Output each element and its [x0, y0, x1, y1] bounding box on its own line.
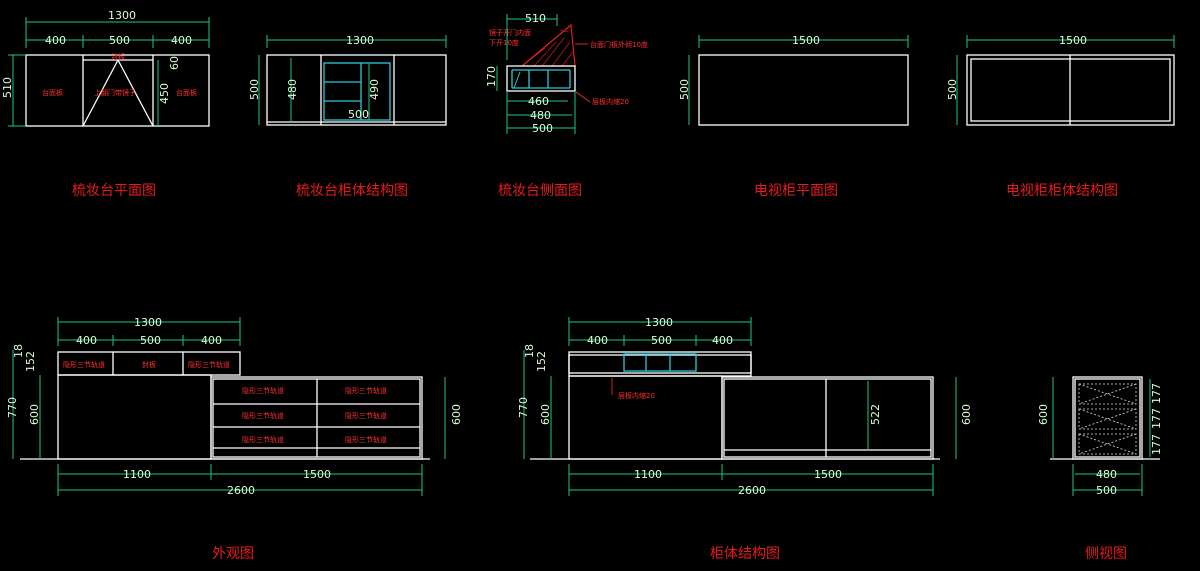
- dim-522: 522: [869, 404, 882, 425]
- dim-right: 400: [171, 34, 192, 47]
- title-cabinet-structure: 柜体结构图: [710, 546, 780, 562]
- dim-depth: 500: [946, 79, 959, 100]
- dim-inner-height: 490: [368, 79, 381, 100]
- dim-480: 480: [1096, 468, 1117, 481]
- dim-600: 600: [28, 404, 41, 425]
- dim-18: 18: [12, 344, 25, 358]
- dim-152: 152: [24, 351, 37, 372]
- dim-400: 400: [712, 334, 733, 347]
- dim-600: 600: [450, 404, 463, 425]
- dim-600: 600: [960, 404, 973, 425]
- dim-600: 600: [539, 404, 552, 425]
- dim-top-gap: 60: [168, 56, 181, 70]
- dim-177: 177: [1150, 434, 1163, 455]
- shelf-label: 层板内缩20: [618, 391, 655, 400]
- dim-inner-width: 500: [348, 108, 369, 121]
- dim-mid: 500: [109, 34, 130, 47]
- drawer-label: 隐形三节轨道: [63, 360, 105, 369]
- dim-18: 18: [523, 344, 536, 358]
- dim-500: 500: [140, 334, 161, 347]
- dim-depth: 500: [678, 79, 691, 100]
- dim-depth: 500: [248, 79, 261, 100]
- drawer-label: 隐形三节轨道: [242, 435, 284, 444]
- dim-400: 400: [76, 334, 97, 347]
- drawer-label: 隐形三节轨道: [188, 360, 230, 369]
- dim-177: 177: [1150, 408, 1163, 429]
- cabinet-structure-elevation: 层板内缩20 1300 400 500 400 18 152 770 600 5…: [517, 316, 973, 497]
- drawer-label: 隐形三节轨道: [345, 386, 387, 395]
- dim-left: 400: [45, 34, 66, 47]
- dim-2600: 2600: [227, 484, 255, 497]
- drawer-label: 隐形三节轨道: [345, 411, 387, 420]
- title-vanity-plan: 梳妆台平面图: [72, 183, 156, 199]
- title-tv-structure: 电视柜柜体结构图: [1006, 183, 1118, 199]
- drawer-label: 隐形三节轨道: [345, 435, 387, 444]
- dim-400: 400: [201, 334, 222, 347]
- dim-177: 177: [1150, 383, 1163, 404]
- countertop-label: 台面板: [42, 88, 63, 97]
- dim-152: 152: [535, 351, 548, 372]
- dim-770: 770: [517, 397, 530, 418]
- exterior-elevation: 隐形三节轨道 封板 隐形三节轨道 隐形三节轨道 隐形三节轨道 隐形三节轨道 隐形…: [6, 316, 463, 497]
- dim-400: 400: [587, 334, 608, 347]
- title-exterior: 外观图: [212, 546, 254, 562]
- dim-side-width: 510: [525, 12, 546, 25]
- dim-side-height: 170: [485, 66, 498, 87]
- door-angle-label: 台面门板外倾10度: [590, 40, 648, 49]
- drawer-label: 隐形三节轨道: [242, 386, 284, 395]
- top-panel-label: 封板: [111, 52, 125, 61]
- title-side-view: 侧视图: [1085, 546, 1127, 562]
- dim-width: 1300: [108, 9, 136, 22]
- dim-500: 500: [651, 334, 672, 347]
- side-note-a: 镜子开门内面: [489, 28, 531, 37]
- tv-plan-view: 1500 500: [678, 34, 909, 126]
- title-vanity-structure: 梳妆台柜体结构图: [296, 183, 408, 199]
- dim-inner-depth: 480: [286, 79, 299, 100]
- top-panel-label: 封板: [142, 360, 156, 369]
- title-tv-plan: 电视柜平面图: [754, 183, 838, 199]
- side-view: 600 177 177 177 480 500: [1037, 376, 1163, 497]
- dim-1500: 1500: [814, 468, 842, 481]
- dim-1500: 1500: [303, 468, 331, 481]
- dim-480: 480: [530, 109, 551, 122]
- drawer-label: 隐形三节轨道: [242, 411, 284, 420]
- dim-500: 500: [532, 122, 553, 135]
- tv-structure-view: 1500 500: [946, 34, 1175, 126]
- dim-770: 770: [6, 397, 19, 418]
- dim-500: 500: [1096, 484, 1117, 497]
- dim-1100: 1100: [634, 468, 662, 481]
- vanity-plan-view: 台面板 台面板 封板 上翻门带镜子 1300 400 500 400 510 4…: [1, 9, 210, 127]
- title-vanity-side: 梳妆台侧面图: [498, 183, 582, 199]
- dim-width: 1500: [1059, 34, 1087, 47]
- dim-1300: 1300: [645, 316, 673, 329]
- dim-depth-inner: 450: [158, 83, 171, 104]
- vanity-structure-view: 1300 500 480 490 500: [248, 34, 447, 126]
- side-note-b: 下开10度: [489, 38, 519, 47]
- dim-depth: 510: [1, 77, 14, 98]
- shelf-label: 层板内缩20: [592, 97, 629, 106]
- vanity-side-view: 镜子开门内面 下开10度 台面门板外倾10度 层板内缩20 510 170 46…: [485, 12, 648, 135]
- countertop-label: 台面板: [176, 88, 197, 97]
- dim-460: 460: [528, 95, 549, 108]
- dim-width: 1500: [792, 34, 820, 47]
- dim-2600: 2600: [738, 484, 766, 497]
- dim-1100: 1100: [123, 468, 151, 481]
- dim-600: 600: [1037, 404, 1050, 425]
- dim-width: 1300: [346, 34, 374, 47]
- dim-1300: 1300: [134, 316, 162, 329]
- flip-mirror-label: 上翻门带镜子: [94, 88, 136, 97]
